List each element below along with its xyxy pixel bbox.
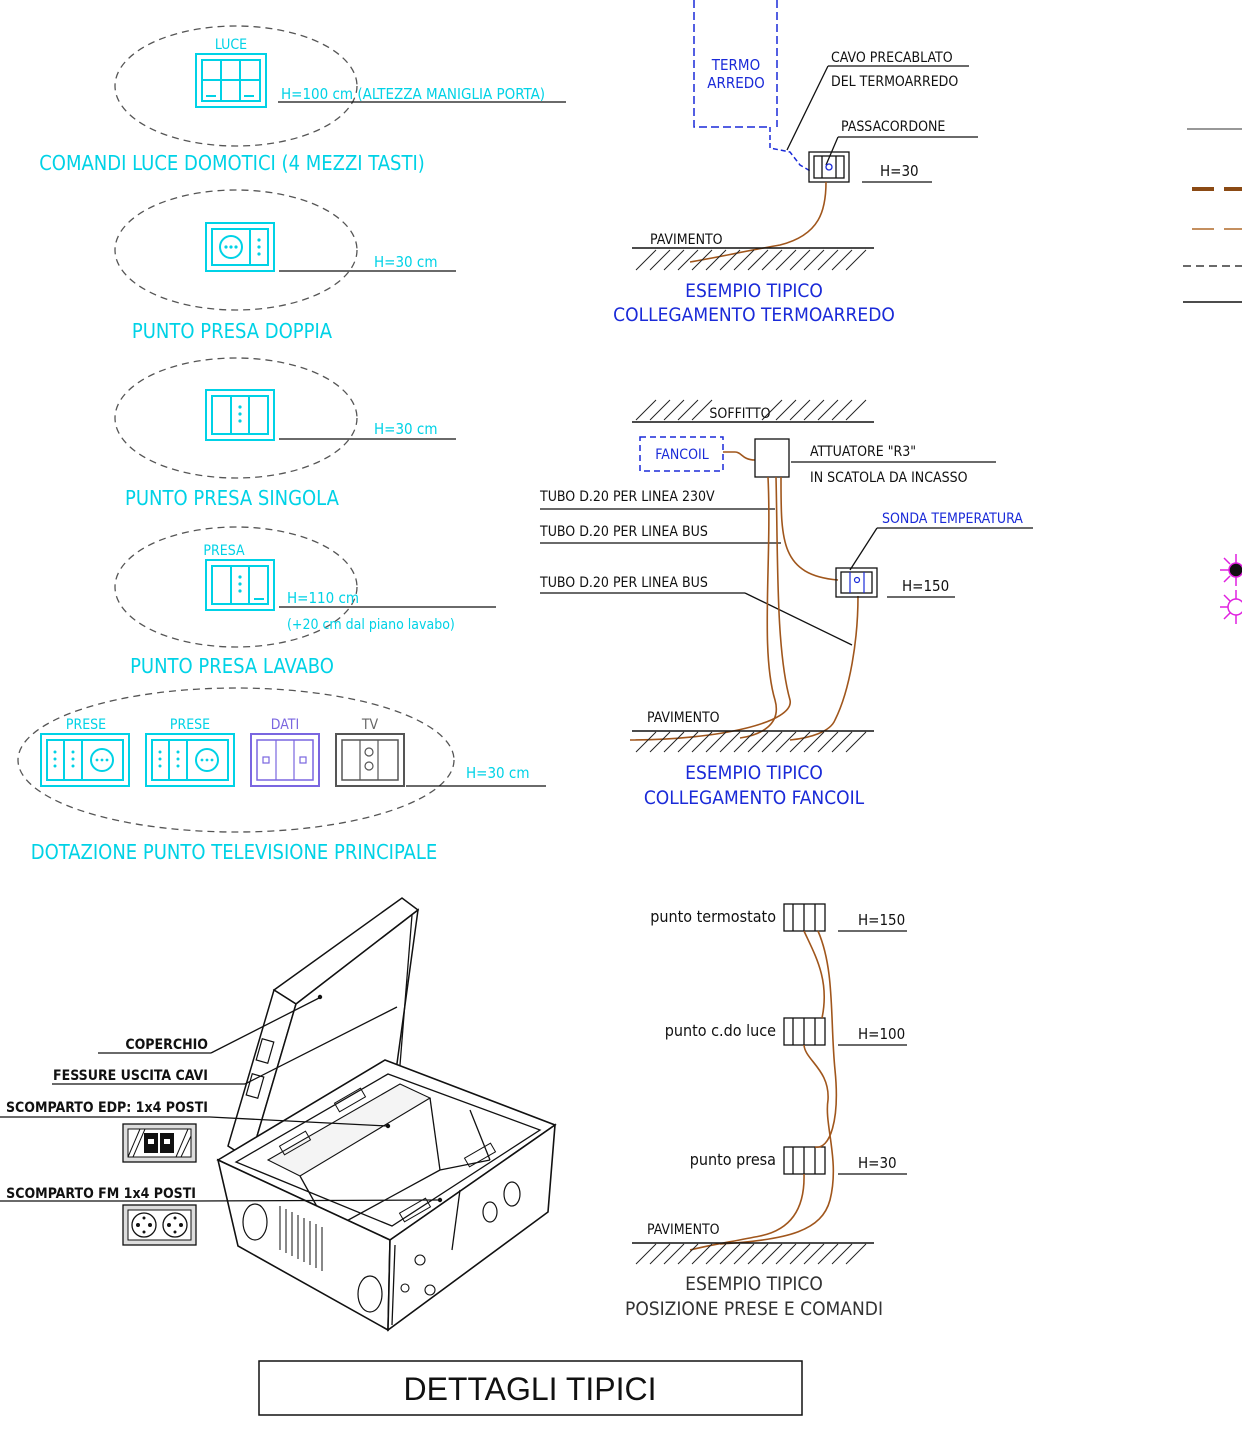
edp-label: SCOMPARTO EDP: 1x4 POSTI [6,1100,208,1116]
termo-box-l2: ARREDO [707,74,765,92]
attuatore-l2: IN SCATOLA DA INCASSO [810,470,968,486]
luce-tag: LUCE [215,37,247,53]
luce-caption: COMANDI LUCE DOMOTICI (4 MEZZI TASTI) [39,151,425,175]
fancoil-floor: PAVIMENTO [647,710,720,726]
title-block: DETTAGLI TIPICI [258,1360,803,1416]
detail-comandi-luce: LUCE H=100 cm (ALTEZZA MANIGLIA PORTA) C… [39,25,566,175]
tv-tag-prese-2: PRESE [170,717,210,733]
tubo-230: TUBO D.20 PER LINEA 230V [539,489,715,505]
pos-presa: punto presa [690,1150,776,1169]
lavabo-caption: PUNTO PRESA LAVABO [130,654,334,678]
pos-caption-l1: ESEMPIO TIPICO [685,1273,823,1295]
pos-cdo-luce-h: H=100 [858,1025,905,1043]
detail-fancoil: SOFFITTO FANCOIL ATTUATORE "R3" IN SCATO… [539,399,1033,809]
luce-height-label: H=100 cm (ALTEZZA MANIGLIA PORTA) [281,85,545,103]
fm-module-icon [122,1204,197,1246]
termo-floor: PAVIMENTO [650,232,723,248]
floor-box-drawing: COPERCHIO FESSURE USCITA CAVI SCOMPARTO … [0,897,557,1332]
pos-caption-l2: POSIZIONE PRESE E COMANDI [625,1298,883,1320]
fancoil-caption-l2: COLLEGAMENTO FANCOIL [644,787,865,809]
termo-caption-l1: ESEMPIO TIPICO [685,280,823,302]
lavabo-tag: PRESA [203,543,245,559]
tv-caption: DOTAZIONE PUNTO TELEVISIONE PRINCIPALE [31,840,437,864]
edp-module-icon [122,1123,197,1163]
pos-termostato: punto termostato [650,907,776,926]
presa-singola-caption: PUNTO PRESA SINGOLA [125,486,340,510]
fancoil-height: H=150 [902,577,949,595]
lavabo-note: (+20 cm dal piano lavabo) [287,617,455,633]
presa-singola-height: H=30 cm [374,420,437,438]
lamp-lu-icon [1220,590,1242,624]
lavabo-height: H=110 cm [287,589,359,607]
tv-tag-prese-1: PRESE [66,717,106,733]
page-title: DETTAGLI TIPICI [403,1371,656,1407]
cavo-l2: DEL TERMOARREDO [831,74,958,90]
pos-floor: PAVIMENTO [647,1222,720,1238]
detail-punto-tv: PRESE PRESE DATI TV [17,687,546,864]
termo-caption-l2: COLLEGAMENTO TERMOARREDO [613,304,895,326]
fancoil-caption-l1: ESEMPIO TIPICO [685,762,823,784]
detail-termoarredo: TERMO ARREDO CAVO PRECABLATO DEL TERMOAR… [613,0,978,326]
detail-posizione-prese: punto termostato H=150 punto c.do luce H… [625,903,907,1320]
pos-presa-h: H=30 [858,1154,897,1172]
fancoil-label: FANCOIL [655,447,708,463]
presa-doppia-height: H=30 cm [374,253,437,271]
fessure-label: FESSURE USCITA CAVI [53,1068,208,1084]
tv-tag-dati: DATI [271,717,299,733]
legend-fragments [1183,128,1242,303]
tv-tag-tv: TV [361,717,379,733]
tv-height: H=30 cm [466,764,529,782]
sonda-label: SONDA TEMPERATURA [882,511,1023,527]
fm-label: SCOMPARTO FM 1x4 POSTI [6,1186,196,1202]
sun-lamp-icon [1220,554,1242,586]
termo-height: H=30 [880,162,919,180]
passacordone-label: PASSACORDONE [841,119,945,135]
tubo-bus-2: TUBO D.20 PER LINEA BUS [539,575,708,591]
pos-termostato-h: H=150 [858,911,905,929]
detail-presa-lavabo: PRESA H=110 cm (+20 cm dal piano lavabo)… [114,526,496,678]
soffitto-label: SOFFITTO [709,406,770,422]
attuatore-l1: ATTUATORE "R3" [810,444,916,460]
presa-doppia-caption: PUNTO PRESA DOPPIA [132,319,333,343]
detail-presa-singola: H=30 cm PUNTO PRESA SINGOLA [114,357,456,510]
detail-presa-doppia: H=30 cm PUNTO PRESA DOPPIA [114,189,456,343]
tubo-bus-1: TUBO D.20 PER LINEA BUS [539,524,708,540]
coperchio-label: COPERCHIO [125,1037,208,1053]
pos-cdo-luce: punto c.do luce [665,1021,776,1040]
cavo-l1: CAVO PRECABLATO [831,50,953,66]
termo-box-l1: TERMO [711,56,760,74]
